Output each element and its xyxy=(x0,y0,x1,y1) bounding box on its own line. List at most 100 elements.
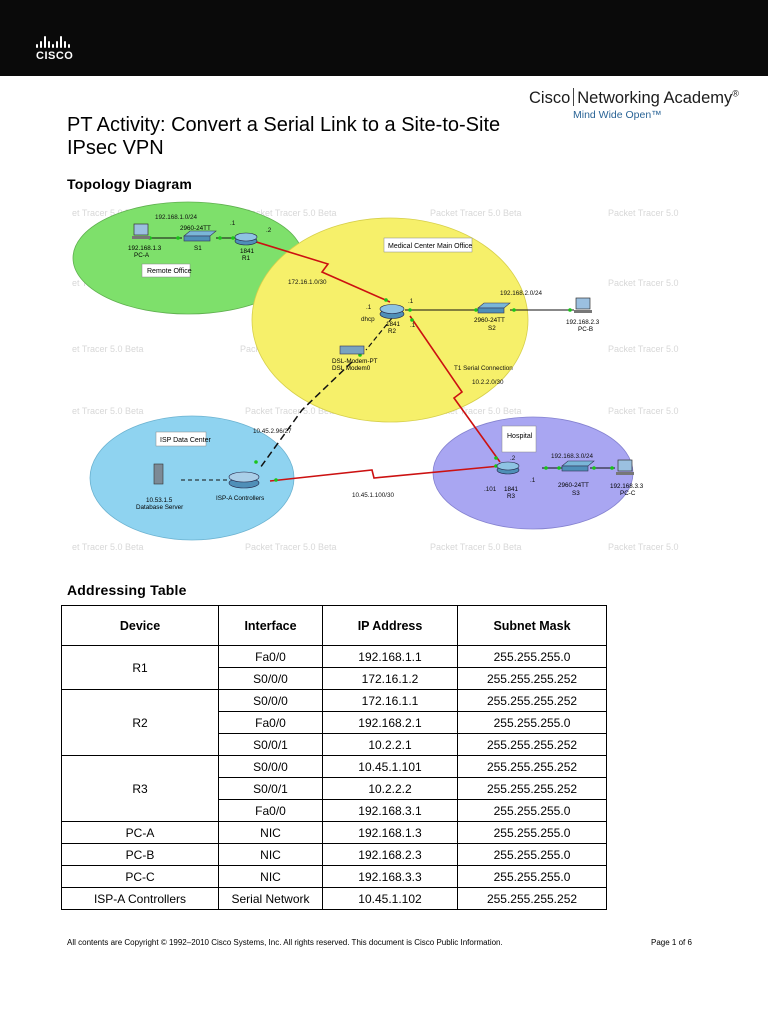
page-title: PT Activity: Convert a Serial Link to a … xyxy=(67,114,537,160)
watermark: Packet Tracer 5.0 Beta xyxy=(245,208,337,218)
mask-cell: 255.255.255.252 xyxy=(457,667,607,690)
mask-cell: 255.255.255.0 xyxy=(457,799,607,822)
watermark: Packet Tracer 5.0 xyxy=(608,542,679,552)
r3-model: 1841 xyxy=(504,486,519,493)
switch-s3[interactable]: 2960-24TT S3 xyxy=(558,460,595,497)
isp-router[interactable]: ISP-A Controllers xyxy=(216,471,264,502)
s3-label: S3 xyxy=(572,490,580,497)
s1-model: 2960-24TT xyxy=(180,225,211,232)
copyright-text: All contents are Copyright © 1992–2010 C… xyxy=(67,938,503,947)
r2-model: 1841 xyxy=(386,321,401,328)
cisco-logo: CISCO xyxy=(36,36,88,64)
port-label: .2 xyxy=(266,227,272,234)
cisco-logo-text: CISCO xyxy=(36,50,74,62)
watermark: Packet Tracer 5.0 xyxy=(608,208,679,218)
column-header: Interface xyxy=(218,605,323,646)
mask-cell: 255.255.255.252 xyxy=(457,887,607,910)
ip-cell: 192.168.2.3 xyxy=(322,843,458,866)
pc-c[interactable]: 192.168.3.3 PC-C xyxy=(610,459,644,497)
r1-model: 1841 xyxy=(240,248,255,255)
interface-cell: NIC xyxy=(218,843,323,866)
interface-cell: S0/0/0 xyxy=(218,667,323,690)
mask-cell: 255.255.255.252 xyxy=(457,777,607,800)
port-label: .1 xyxy=(530,477,536,484)
switch-s2[interactable]: 2960-24TT S2 xyxy=(474,302,511,332)
r2-label: R2 xyxy=(388,328,397,335)
dsl-modem[interactable]: DSL-Modem-PT DSL Modem0 xyxy=(332,345,378,372)
ip-cell: 192.168.3.1 xyxy=(322,799,458,822)
zone-label-isp: ISP Data Center xyxy=(160,437,212,444)
title-line-2: IPsec VPN xyxy=(67,137,164,159)
device-cell: R2 xyxy=(61,689,219,756)
pc-c-label: PC-C xyxy=(620,490,636,497)
mask-cell: 255.255.255.252 xyxy=(457,755,607,778)
port-label: .101 xyxy=(484,486,497,493)
mask-cell: 255.255.255.0 xyxy=(457,843,607,866)
watermark: Packet Tracer 5.0 Beta xyxy=(245,406,337,416)
brand-registered: ® xyxy=(732,88,739,99)
modem-model: DSL-Modem-PT xyxy=(332,358,378,365)
device-cell: PC-C xyxy=(61,865,219,888)
pc-b[interactable]: 192.168.2.3 PC-B xyxy=(566,297,600,333)
link-label-t1: T1 Serial Connection xyxy=(454,365,513,372)
addressing-table: Device Interface IP Address Subnet Mask … xyxy=(61,605,607,910)
watermark: Packet Tracer 5.0 xyxy=(608,278,679,288)
device-cell: PC-A xyxy=(61,821,219,844)
links xyxy=(146,237,615,482)
port-label: .1 xyxy=(408,298,414,305)
link-label-r2-r3: 10.2.2.0/30 xyxy=(472,379,504,386)
watermark: et Tracer 5.0 Beta xyxy=(72,208,144,218)
ip-cell: 10.2.2.2 xyxy=(322,777,458,800)
interface-cell: S0/0/1 xyxy=(218,733,323,756)
mask-cell: 255.255.255.0 xyxy=(457,865,607,888)
ip-cell: 10.45.1.102 xyxy=(322,887,458,910)
modem-icon xyxy=(339,345,365,355)
addressing-heading: Addressing Table xyxy=(67,582,187,598)
watermark: et Tracer 5.0 Beta xyxy=(72,406,144,416)
zone-label-hospital: Hospital xyxy=(507,433,533,440)
s1-label: S1 xyxy=(194,245,202,252)
brand-divider xyxy=(573,88,575,106)
ip-cell: 10.2.2.1 xyxy=(322,733,458,756)
port-label: .2 xyxy=(510,455,516,462)
port-label: .1 xyxy=(410,322,416,329)
brand-left: Cisco xyxy=(529,89,571,107)
column-header: IP Address xyxy=(322,605,458,646)
brand-right: Networking Academy xyxy=(577,89,733,107)
pc-a[interactable]: 192.168.1.3 PC-A xyxy=(128,223,162,259)
link-label-isp-r3: 10.45.1.100/30 xyxy=(352,492,395,499)
zone-label-remote: Remote Office xyxy=(147,268,192,275)
server-ip: 10.53.1.5 xyxy=(146,497,173,504)
router-r2[interactable]: 1841 R2 xyxy=(379,304,405,336)
link-labels: 192.168.1.0/24 172.16.1.0/30 192.168.2.0… xyxy=(155,214,594,499)
link-label-r1-r2: 172.16.1.0/30 xyxy=(288,279,327,286)
pc-a-ip: 192.168.1.3 xyxy=(128,245,162,252)
database-server[interactable]: 10.53.1.5 Database Server xyxy=(136,463,183,511)
watermark: Packet Tracer 5.0 xyxy=(608,344,679,354)
interface-cell: Fa0/0 xyxy=(218,645,323,668)
server-label: Database Server xyxy=(136,504,183,511)
link-label-lan2: 192.168.2.0/24 xyxy=(500,290,543,297)
port-label: .1 xyxy=(366,304,372,311)
column-header: Subnet Mask xyxy=(457,605,607,646)
topology-heading: Topology Diagram xyxy=(67,176,193,192)
mask-cell: 255.255.255.0 xyxy=(457,645,607,668)
interface-cell: Serial Network xyxy=(218,887,323,910)
router-r1[interactable]: 1841 R1 xyxy=(234,232,258,262)
router-r3[interactable]: 1841 R3 xyxy=(496,461,520,500)
port-label: .1 xyxy=(230,220,236,227)
pc-icon xyxy=(617,459,633,472)
watermark: et Tracer 5.0 Beta xyxy=(72,344,144,354)
switch-s1[interactable]: 2960-24TT S1 xyxy=(180,225,217,252)
modem-label: DSL Modem0 xyxy=(332,365,371,372)
